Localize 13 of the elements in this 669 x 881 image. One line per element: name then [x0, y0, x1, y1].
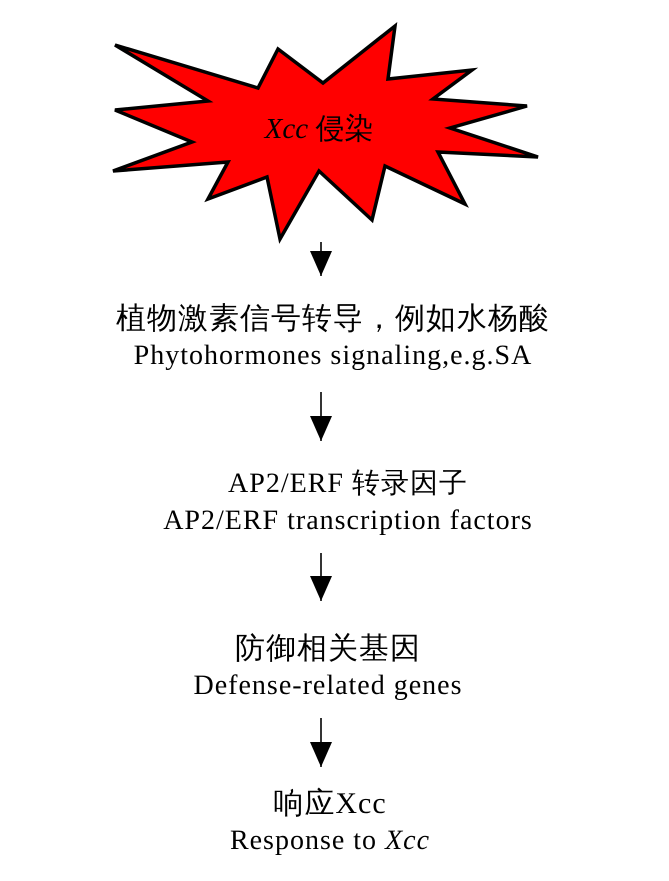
infection-label: Xcc 侵染	[264, 112, 374, 147]
step-title-chinese: 植物激素信号转导，例如水杨酸	[116, 301, 550, 337]
arrow	[310, 392, 332, 441]
arrow	[310, 553, 332, 601]
step-title-english: Phytohormones signaling,e.g.SA	[134, 339, 532, 373]
arrow	[310, 242, 332, 276]
step-title-english: Response to Xcc	[230, 824, 430, 858]
step-title-chinese: AP2/ERF 转录因子	[228, 467, 468, 501]
step-title-english: AP2/ERF transcription factors	[163, 504, 533, 538]
arrow	[310, 718, 332, 767]
step-title-english: Defense-related genes	[194, 669, 462, 703]
step-title-chinese: 防御相关基因	[235, 631, 421, 667]
step-title-chinese: 响应Xcc	[273, 786, 387, 822]
